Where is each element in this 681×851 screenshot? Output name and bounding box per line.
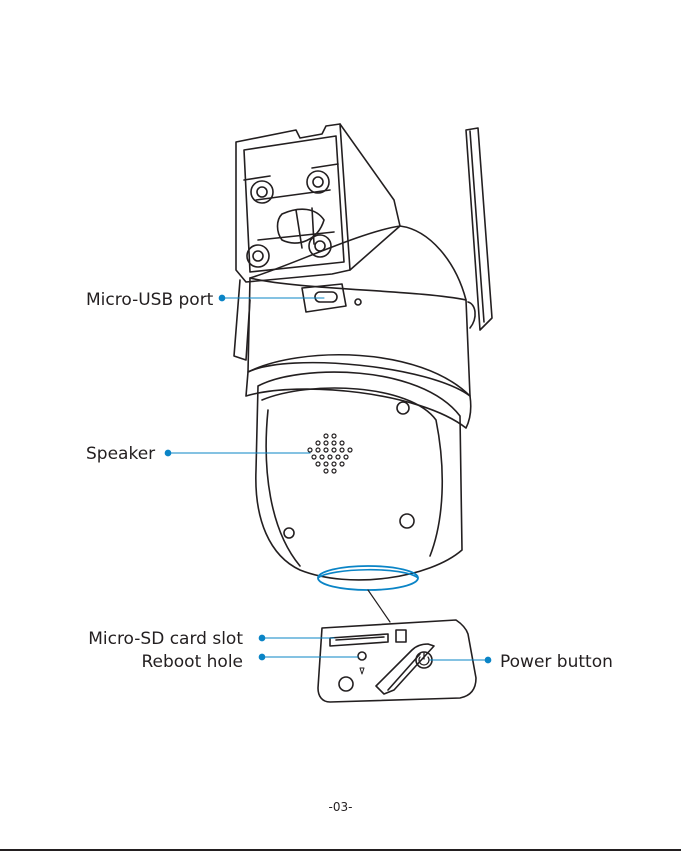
camera-body — [246, 226, 471, 590]
antenna — [466, 128, 492, 330]
leader-power-dot — [485, 657, 491, 663]
speaker-grille — [308, 434, 352, 473]
leader-reboot-dot — [259, 654, 265, 660]
speaker-label: Speaker — [86, 444, 155, 464]
micro-sd-card-slot-label: Micro-SD card slot — [88, 629, 243, 649]
reboot-hole-label: Reboot hole — [141, 652, 243, 672]
leader-sd-dot — [259, 635, 265, 641]
port-detail-plate — [318, 620, 476, 702]
reboot-hole — [358, 652, 366, 660]
page-number: -03- — [0, 800, 681, 814]
leader-usb-dot — [219, 295, 225, 301]
mounting-bracket — [234, 124, 400, 360]
leader-speaker-dot — [165, 450, 171, 456]
micro-sd-slot — [330, 630, 406, 646]
micro-usb-port-label: Micro-USB port — [86, 290, 213, 310]
power-button-label: Power button — [500, 652, 613, 672]
